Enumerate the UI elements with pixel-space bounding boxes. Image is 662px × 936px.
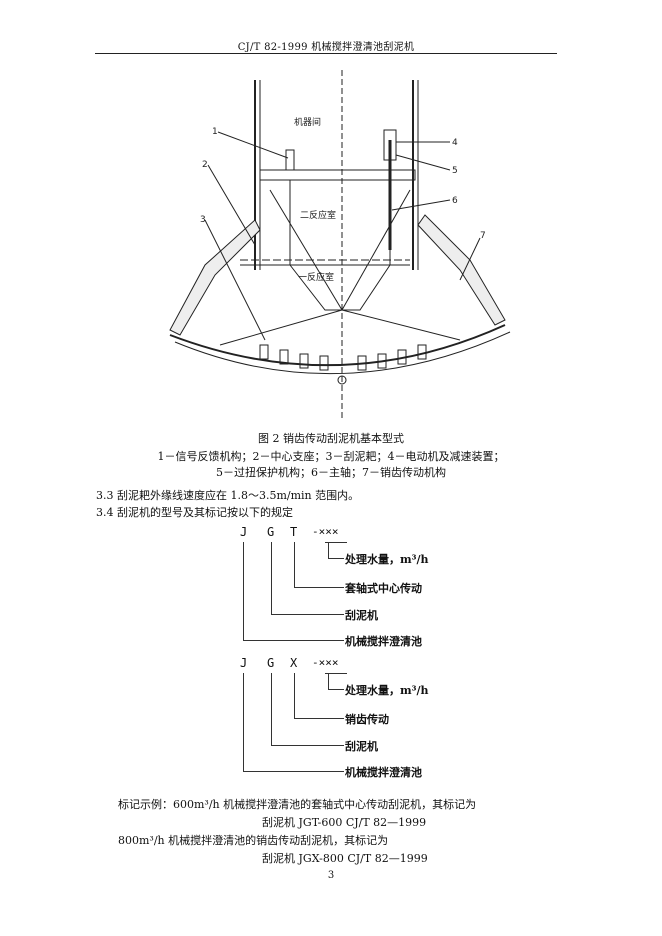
- scraper-blades: [259, 344, 427, 371]
- label-first-chamber: 一反应室: [298, 271, 334, 283]
- leader-3: [204, 219, 266, 341]
- leader-2: [207, 164, 256, 246]
- clarifier-scraper-drawing: 机器间 二反应室 一反应室 1 2 3 4 5 6 7: [160, 70, 520, 430]
- example-2-code: 刮泥机 JGX-800 CJ/T 82—1999: [262, 852, 428, 865]
- strut-left: [269, 189, 343, 311]
- label-n2: 2: [202, 160, 208, 170]
- scraper-arm-left: [219, 309, 343, 346]
- meaning-clarifier: 机械搅拌澄清池: [345, 766, 422, 779]
- code-letter-j: J: [240, 525, 248, 539]
- right-slope: [417, 214, 506, 326]
- label-n1: 1: [212, 127, 218, 137]
- clause-3-3: 3.3 刮泥耙外缘线速度应在 1.8～3.5m/min 范围内。: [96, 489, 360, 502]
- underline: [325, 542, 347, 543]
- leader-1: [217, 131, 289, 159]
- machine-platform: [259, 169, 416, 181]
- leader-7: [459, 237, 481, 281]
- hopper: [289, 264, 391, 311]
- meaning-capacity: 处理水量，m³/h: [345, 684, 429, 697]
- code-letter-t: T: [290, 525, 298, 539]
- label-n3: 3: [200, 215, 206, 225]
- meaning-scraper: 刮泥机: [345, 740, 378, 753]
- label-n7: 7: [480, 231, 486, 241]
- motor-reducer: [383, 129, 397, 161]
- meaning-drive: 套轴式中心传动: [345, 582, 422, 595]
- header-rule: [95, 53, 557, 54]
- model-code-jgt: J G T -××× 处理水量，m³/h 套轴式中心传动 刮泥机 机械搅拌澄清池: [230, 525, 490, 655]
- strut-right: [341, 189, 411, 311]
- figure-caption: 图 2 销齿传动刮泥机基本型式: [258, 432, 404, 445]
- code-capacity: -×××: [312, 525, 339, 538]
- figure-legend-1: 1－信号反馈机构；2－中心支座；3－刮泥耙；4－电动机及减速装置；: [157, 450, 505, 463]
- scraper-arm-right: [341, 309, 461, 341]
- meaning-capacity: 处理水量，m³/h: [345, 553, 429, 566]
- label-machine-room: 机器间: [294, 116, 321, 128]
- leader-5: [395, 154, 451, 171]
- code-letter-j: J: [240, 656, 248, 670]
- center-bearing: [337, 375, 347, 385]
- bottom-arc: [169, 324, 506, 367]
- model-code-jgx: J G X -××× 处理水量，m³/h 销齿传动 刮泥机 机械搅拌澄清池: [230, 656, 490, 786]
- bottom-arc-outer: [174, 331, 511, 375]
- clause-3-4: 3.4 刮泥机的型号及其标记按以下的规定: [96, 506, 293, 519]
- signal-feedback: [285, 149, 295, 171]
- example-1-code: 刮泥机 JGT-600 CJ/T 82—1999: [262, 816, 427, 829]
- label-n6: 6: [452, 196, 458, 206]
- example-1: 标记示例：600m³/h 机械搅拌澄清池的套轴式中心传动刮泥机，其标记为: [118, 798, 477, 811]
- leader-6: [391, 199, 451, 211]
- label-second-chamber: 二反应室: [300, 209, 336, 221]
- code-letter-g: G: [267, 525, 275, 539]
- page-number: 3: [327, 870, 335, 881]
- meaning-drive: 销齿传动: [345, 713, 389, 726]
- left-slope: [169, 219, 261, 336]
- running-header: CJ/T 82-1999 机械搅拌澄清池刮泥机: [237, 42, 415, 53]
- code-capacity: -×××: [312, 656, 339, 669]
- label-n5: 5: [452, 166, 458, 176]
- figure-legend-2: 5－过扭保护机构；6－主轴；7－销齿传动机构: [216, 466, 446, 479]
- example-2: 800m³/h 机械搅拌澄清池的销齿传动刮泥机，其标记为: [118, 834, 389, 847]
- label-n4: 4: [452, 138, 458, 148]
- meaning-scraper: 刮泥机: [345, 609, 378, 622]
- drawing-svg: 机器间 二反应室 一反应室 1 2 3 4 5 6 7: [169, 70, 511, 420]
- code-letter-x: X: [290, 656, 298, 670]
- code-letter-g: G: [267, 656, 275, 670]
- meaning-clarifier: 机械搅拌澄清池: [345, 635, 422, 648]
